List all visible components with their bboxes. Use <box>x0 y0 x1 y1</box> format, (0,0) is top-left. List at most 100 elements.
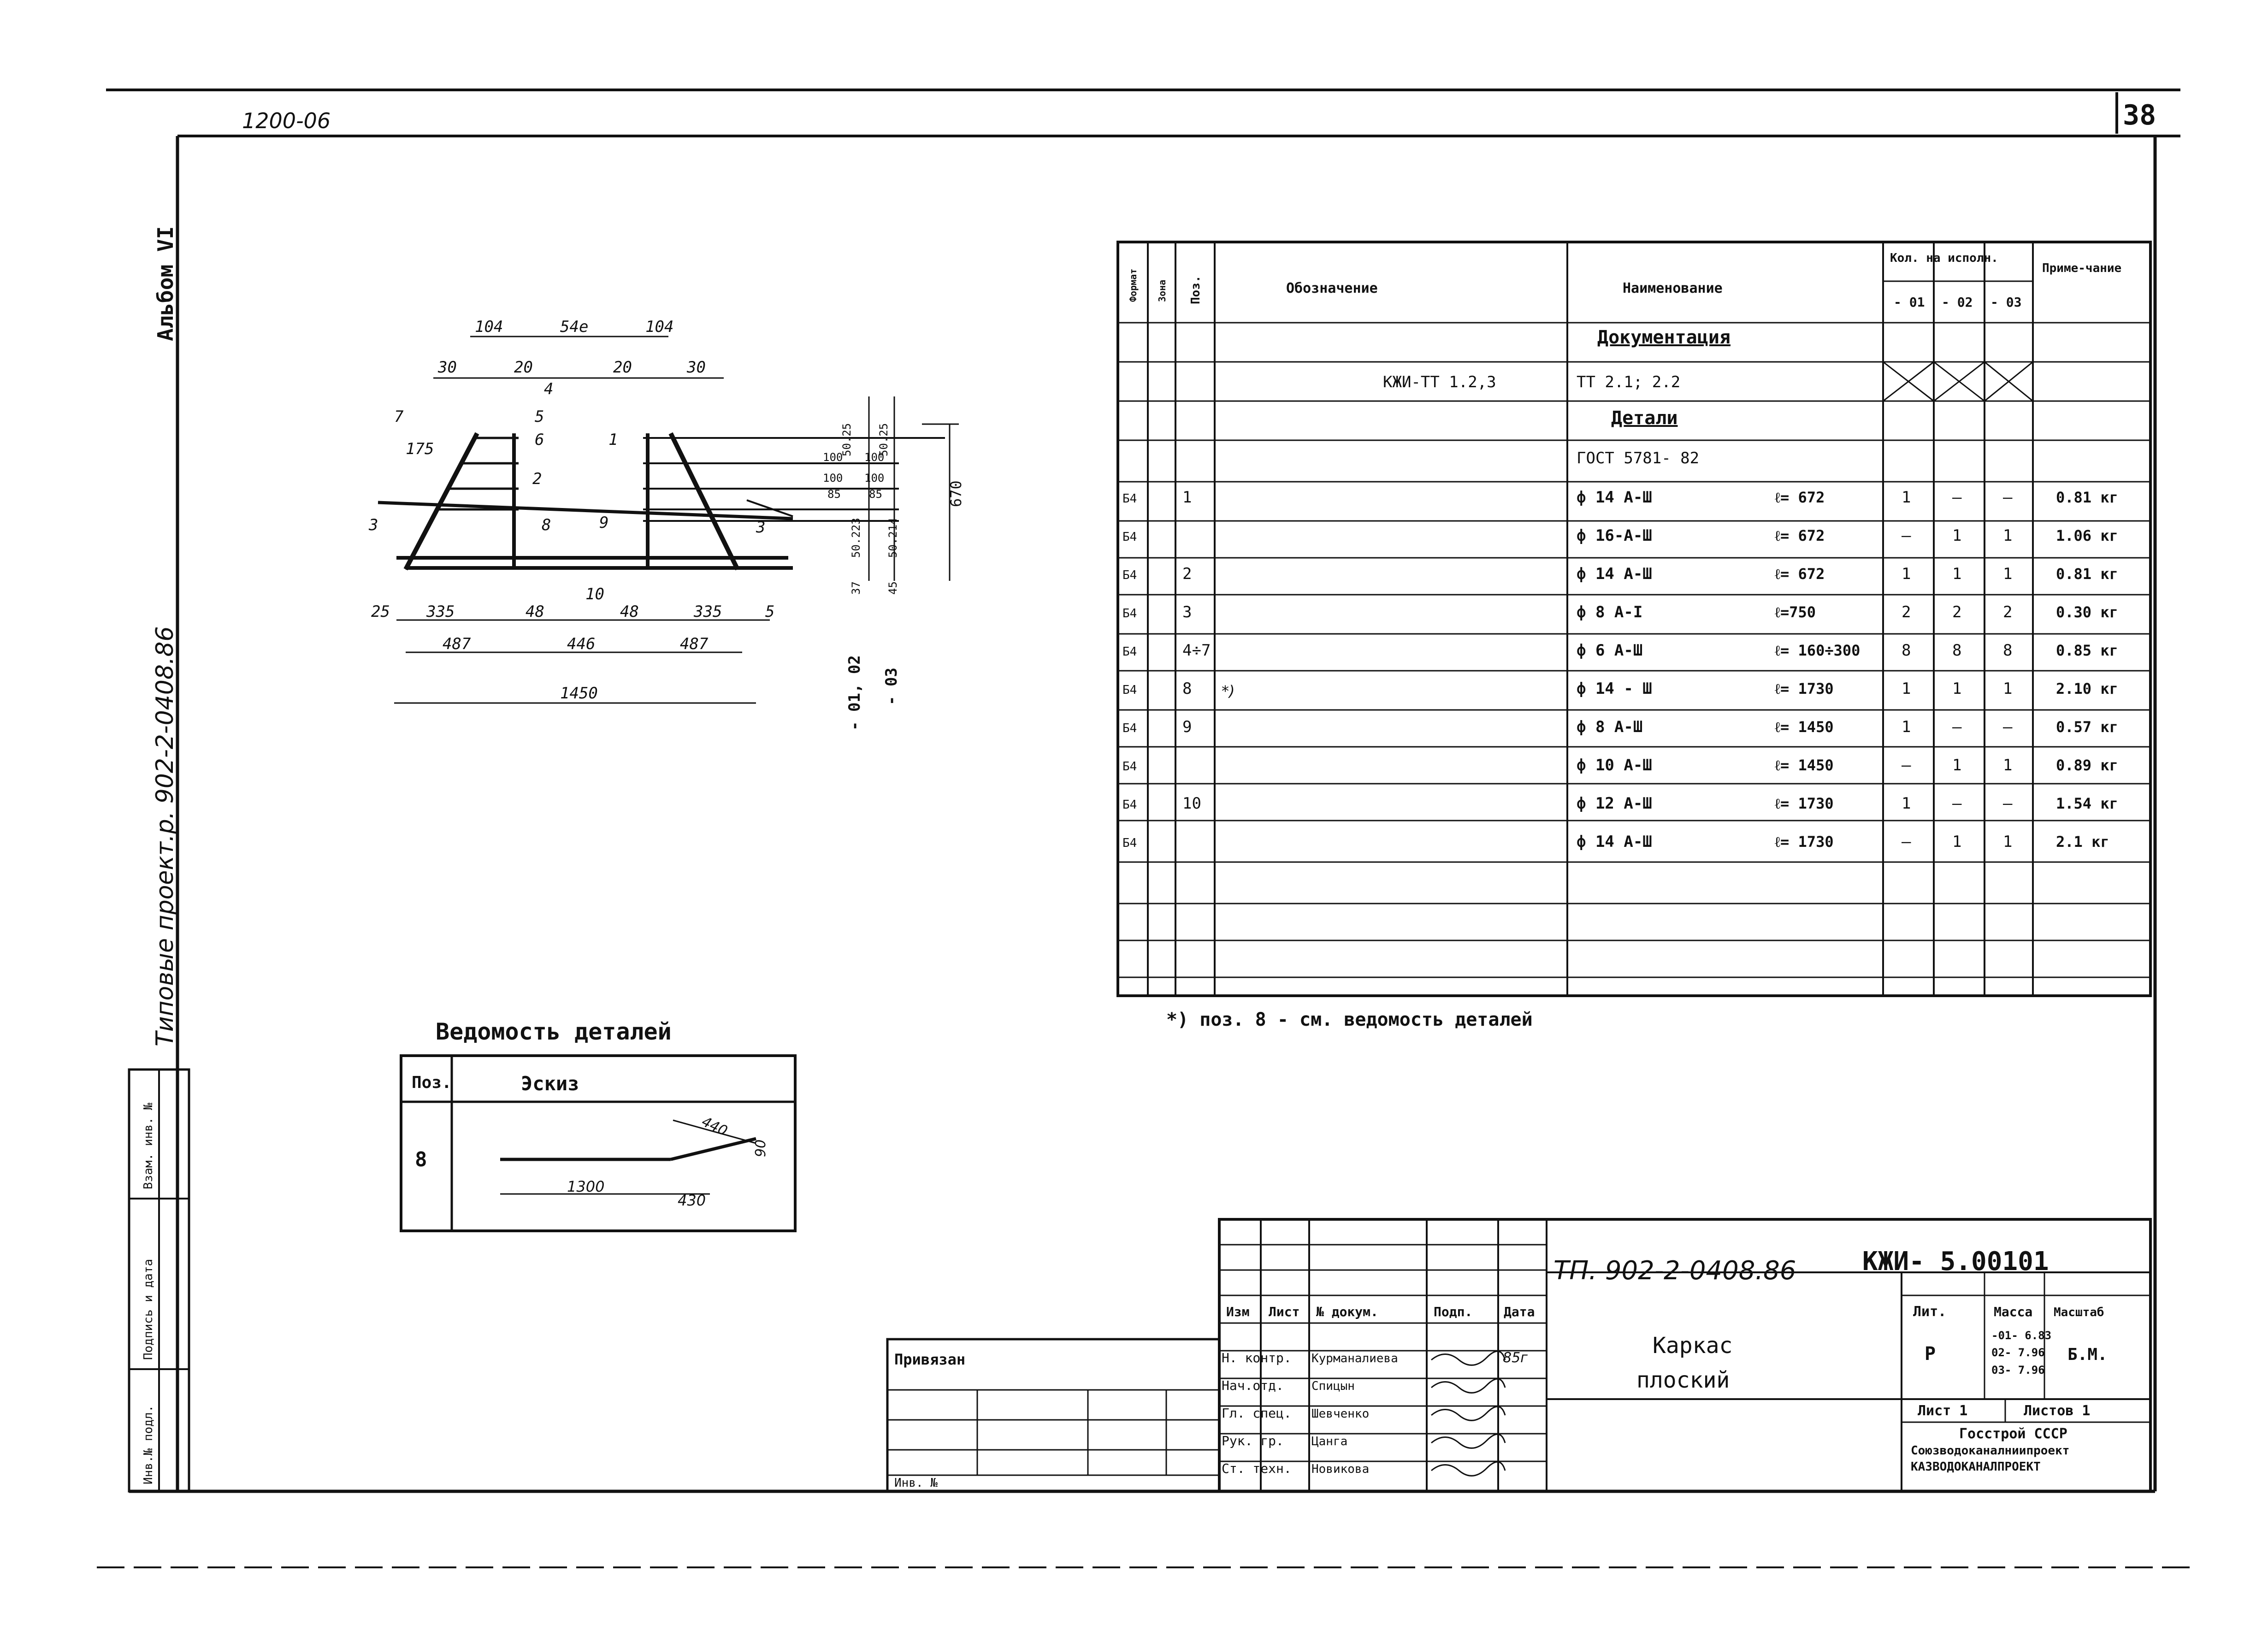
hdr-designation: Обозначение <box>1286 280 1378 296</box>
spec-cell-length: ℓ= 1730 <box>1775 833 1834 851</box>
gost-reference: ГОСТ 5781- 82 <box>1577 449 1699 467</box>
rdim-4: 100 <box>864 451 884 464</box>
spec-cell-pos: 10 <box>1182 794 1201 813</box>
spec-cell-note: 0.30 кг <box>2056 603 2118 621</box>
rdim-3: 100 <box>823 451 843 464</box>
spec-cell-note: 1.06 кг <box>2056 527 2118 544</box>
stamp-sign-label: Подпись и дата <box>142 1259 155 1360</box>
signature-scribble <box>1431 1433 1506 1449</box>
pos-9: 9 <box>599 514 608 532</box>
diagram-labels: 104 54e 104 30 20 20 30 4 5 6 1 7 175 2 … <box>368 318 774 703</box>
spec-cell-qty-02: 1 <box>1952 565 1961 583</box>
tb-scale-label: Масштаб <box>2054 1306 2104 1319</box>
spec-cell-length: ℓ= 1450 <box>1775 756 1834 774</box>
spec-cell-qty-02: 2 <box>1952 603 1961 621</box>
spec-cell-qty-01: — <box>1902 756 1911 774</box>
spec-cell-name: ф 16-А-Ш <box>1577 526 1652 545</box>
dim-30-right: 30 <box>686 358 706 377</box>
spec-cell-note: 2.1 кг <box>2056 833 2109 851</box>
spec-cell-format: Б4 <box>1122 645 1137 659</box>
dim-20-right: 20 <box>613 358 632 377</box>
details-pos-8: 8 <box>415 1148 427 1171</box>
spec-cell-qty-02: 1 <box>1952 756 1961 774</box>
tb-inv: Инв. № <box>894 1476 938 1490</box>
spec-cell-length: ℓ= 672 <box>1775 565 1825 583</box>
doc-name: ТТ 2.1; 2.2 <box>1577 373 1680 391</box>
spec-cell-pos: 4÷7 <box>1182 641 1211 660</box>
diagram-right-dims: 50.25 50.25 100 100 100 100 85 85 50.223… <box>823 423 965 731</box>
details-col-sketch: Эскиз <box>521 1072 579 1095</box>
tb-name-line2: плоский <box>1636 1367 1730 1393</box>
spec-cell-qty-03: 1 <box>2003 680 2012 698</box>
tb-org3: КАЗВОДОКАНАЛПРОЕКТ <box>1911 1460 2041 1474</box>
detail-dim-1300: 1300 <box>567 1178 604 1195</box>
spec-table-grid <box>1116 241 2152 997</box>
spec-cell-qty-03: 1 <box>2003 833 2012 851</box>
spec-cell-format: Б4 <box>1122 568 1137 582</box>
spec-cell-qty-02: 8 <box>1952 641 1961 660</box>
spec-cell-note: 2.10 кг <box>2056 680 2118 697</box>
signature-scribble <box>1431 1350 1506 1366</box>
pos-8: 8 <box>542 516 551 534</box>
tb-sheets: Листов 1 <box>2024 1403 2091 1419</box>
dim-1450: 1450 <box>560 684 598 703</box>
rdim-1: 50.25 <box>840 423 853 456</box>
spec-cell-pos: 2 <box>1182 565 1192 583</box>
hdr-qty-03: - 03 <box>1990 295 2021 310</box>
dim-104-right: 104 <box>645 318 673 336</box>
spec-cell-name: ф 14 - Ш <box>1577 680 1652 698</box>
details-title: Ведомость деталей <box>436 1018 672 1045</box>
project-label: Типовые проект.р. 902-2-0408.86 <box>151 626 179 1046</box>
pos-1: 1 <box>608 431 618 449</box>
spec-cell-qty-01: 1 <box>1902 794 1911 813</box>
dim-335-left: 335 <box>426 603 455 621</box>
frame <box>97 89 2190 1568</box>
tb-date: 85г <box>1503 1350 1528 1366</box>
spec-cell-qty-03: 1 <box>2003 526 2012 545</box>
pos-3-left: 3 <box>368 516 378 534</box>
tb-role: Гл. спец. <box>1222 1406 1292 1421</box>
spec-cell-qty-03: 1 <box>2003 565 2012 583</box>
spec-cell-length: ℓ=750 <box>1775 603 1816 621</box>
pos-3-right: 3 <box>756 518 765 537</box>
hdr-note: Приме-чание <box>2042 261 2121 275</box>
tb-mass-1: -01- 6.83 <box>1991 1329 2051 1342</box>
sheet-number: 38 <box>2123 99 2156 131</box>
spec-cell-format: Б4 <box>1122 683 1137 697</box>
spec-cell-name: ф 14 А-Ш <box>1577 833 1652 851</box>
title-block-grid <box>886 1218 2152 1493</box>
spec-cell-qty-01: 1 <box>1902 680 1911 698</box>
spec-cell-format: Б4 <box>1122 721 1137 735</box>
tb-org2: Союзводоканалниипроект <box>1911 1444 2069 1458</box>
tb-hdr-izm: Изм <box>1226 1304 1250 1319</box>
spec-cell-note: 0.57 кг <box>2056 718 2118 736</box>
dim-335-right: 335 <box>693 603 722 621</box>
spec-cell-format: Б4 <box>1122 530 1137 544</box>
tb-hdr-date: Дата <box>1504 1304 1535 1319</box>
spec-cell-pos: 9 <box>1182 718 1192 736</box>
spec-cell-qty-01: 1 <box>1902 565 1911 583</box>
details-col-pos: Поз. <box>412 1073 452 1092</box>
album-label: Альбом VI <box>153 226 178 341</box>
spec-cell-qty-03: 8 <box>2003 641 2012 660</box>
spec-cell-qty-02: — <box>1952 794 1962 813</box>
section-03: - 03 <box>882 668 901 705</box>
spec-cell-qty-02: — <box>1952 718 1962 736</box>
spec-cell-name: ф 14 А-Ш <box>1577 488 1652 507</box>
rdim-670: 670 <box>947 480 965 507</box>
signature-scribble <box>1431 1378 1506 1394</box>
tb-scale-value: Б.М. <box>2067 1345 2108 1364</box>
pos-10: 10 <box>585 585 604 603</box>
spec-headers: Формат Зона Поз. Обозначение Наименовани… <box>1128 251 2121 310</box>
rdim-2: 50.25 <box>877 423 890 456</box>
pos-5: 5 <box>535 408 544 426</box>
